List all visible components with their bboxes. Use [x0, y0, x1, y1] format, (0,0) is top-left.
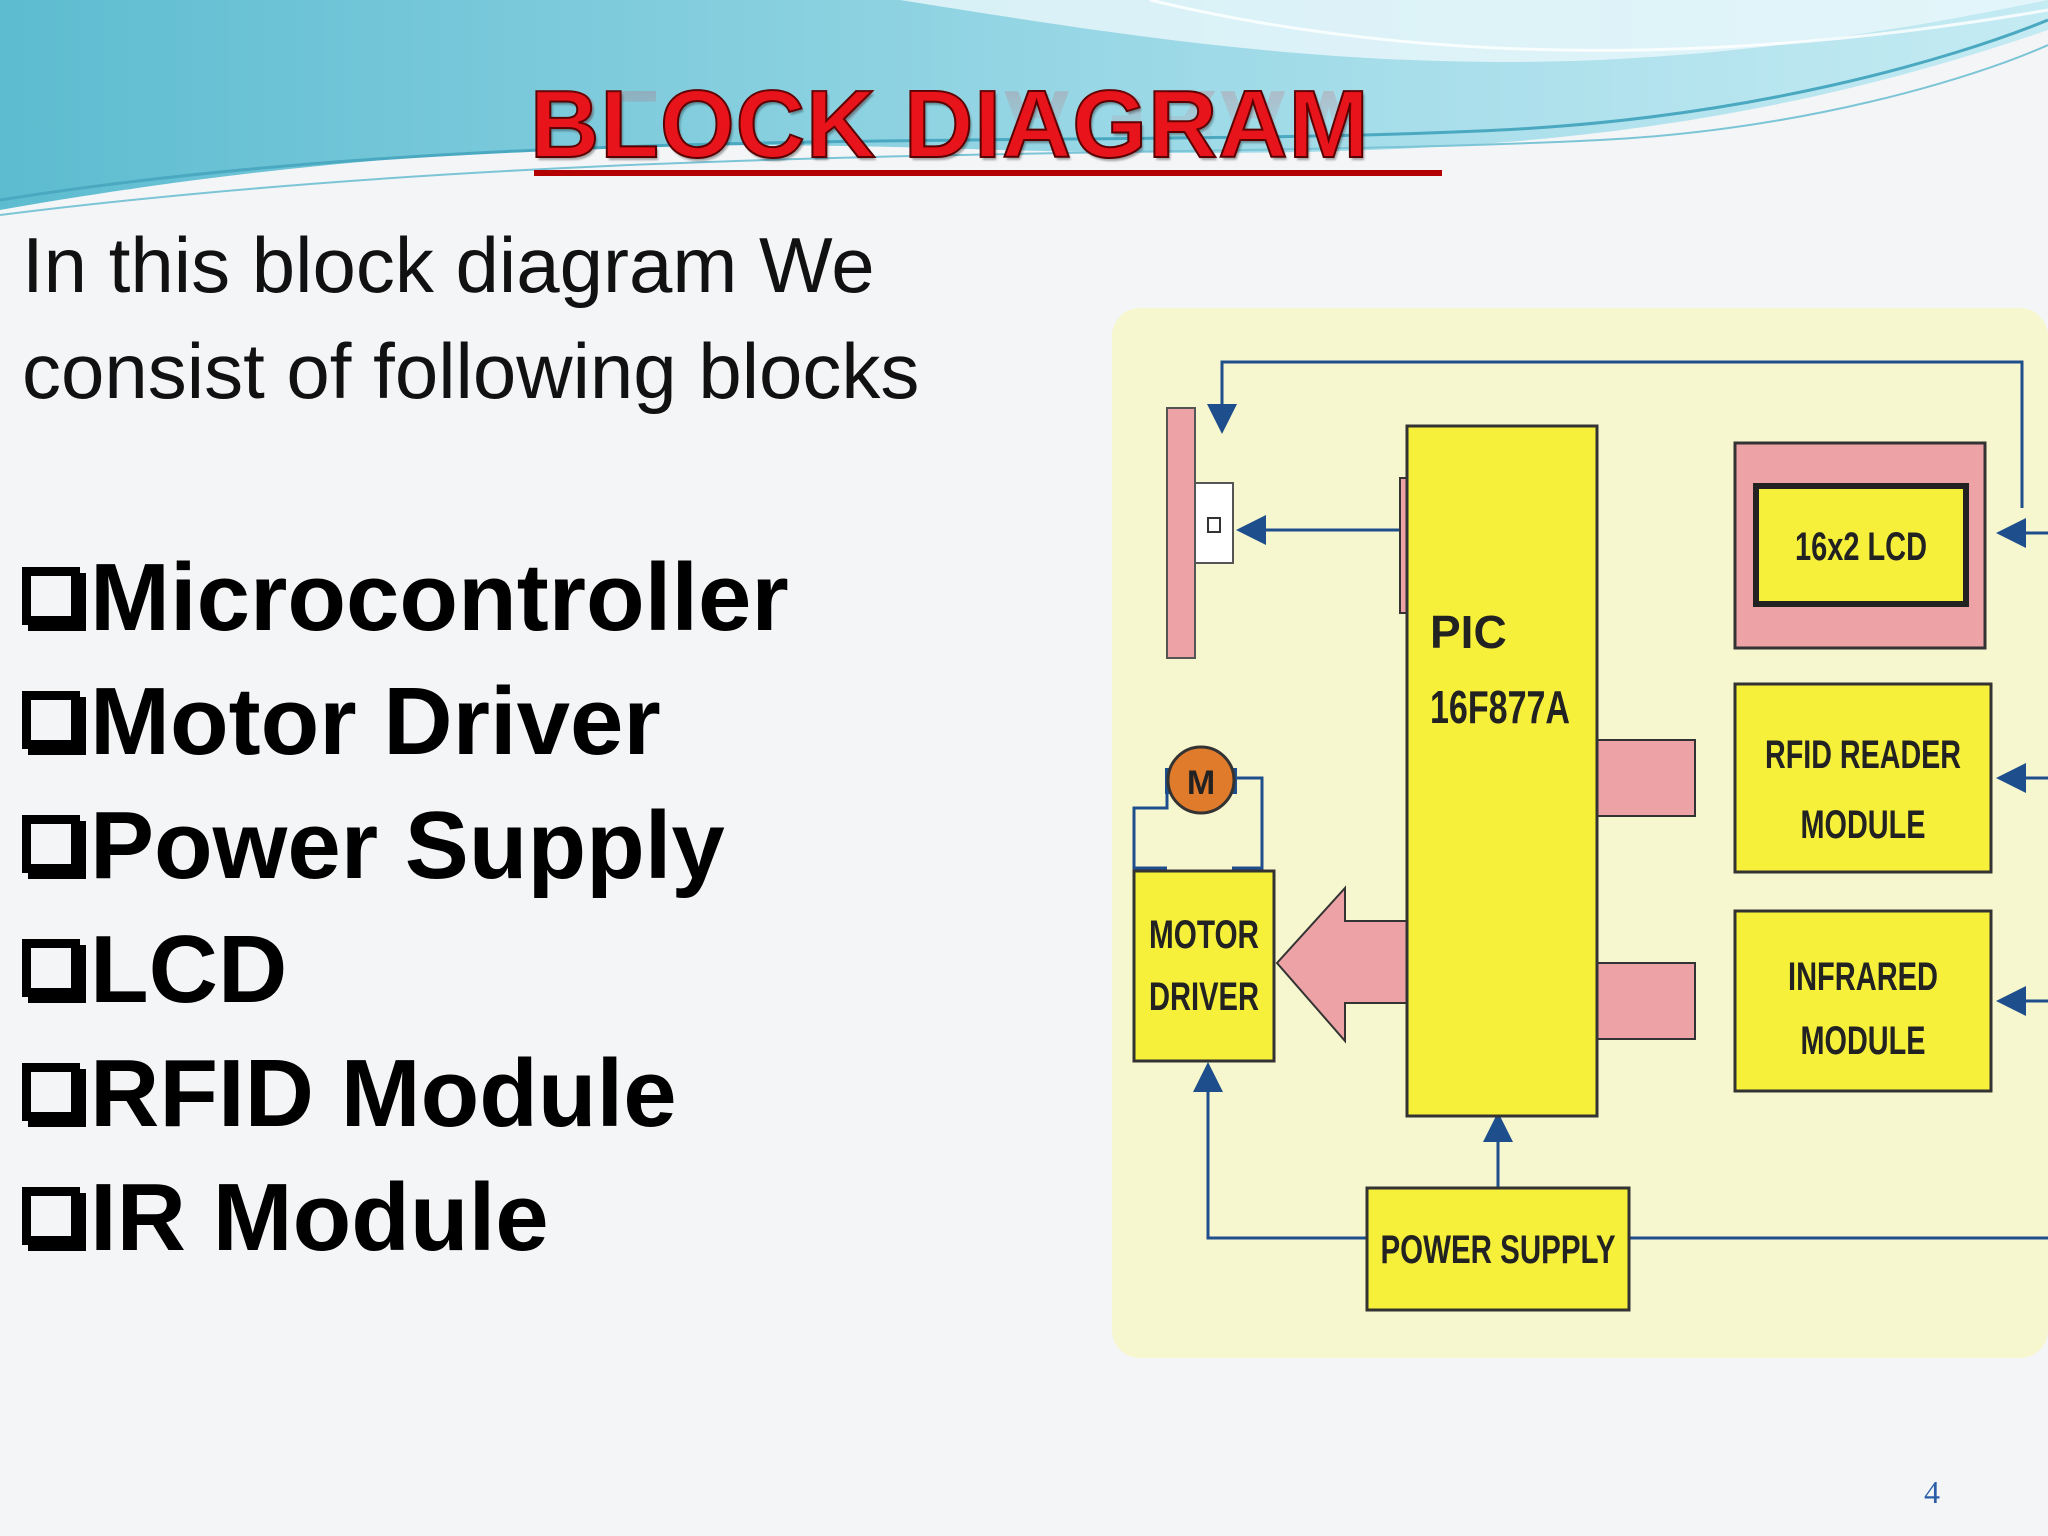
line-motor-right — [1232, 776, 1264, 870]
ir-label-line2: MODULE — [1801, 1019, 1926, 1063]
connection-lines — [1132, 360, 2048, 1240]
list-item-label: Microcontroller — [90, 544, 789, 651]
intro-line-1: In this block diagram We — [22, 221, 875, 309]
slide-title: BLOCK DIAGRAM — [529, 70, 1370, 179]
block-diagram: PIC 16F877A 16x2 LCD RFID READER MODULE … — [1112, 308, 2048, 1358]
motor-icon — [1166, 745, 1236, 815]
rfid-reader-block — [1733, 682, 1993, 874]
power-supply-label: POWER SUPPLY — [1381, 1228, 1616, 1272]
switch-terminal-icon — [1207, 517, 1221, 533]
intro-text: In this block diagram We consist of foll… — [22, 212, 1102, 424]
list-item-label: Power Supply — [90, 792, 725, 899]
motor-label: M — [1187, 764, 1215, 802]
slide-title-reflection: BLOCK DIAGRAM — [530, 70, 1370, 177]
list-item-label: IR Module — [90, 1164, 549, 1271]
line-motor-left — [1132, 778, 1169, 870]
lcd-block — [1753, 483, 1969, 607]
list-item: LCD — [22, 908, 789, 1032]
limit-switch-block — [1166, 407, 1196, 659]
infrared-module-block — [1733, 909, 1993, 1093]
ir-label-line1: INFRARED — [1788, 955, 1938, 999]
list-item-label: LCD — [90, 916, 288, 1023]
motor-driver-label-line1: MOTOR — [1149, 913, 1259, 957]
list-item: RFID Module — [22, 1032, 789, 1156]
mcu-label-line1: PIC — [1430, 606, 1507, 658]
header-wave-background — [0, 0, 2048, 216]
checkbox-bullet-icon — [22, 567, 80, 625]
mcu-block — [1405, 424, 1599, 1118]
page-number: 4 — [1924, 1474, 1940, 1510]
block-list: Microcontroller Motor Driver Power Suppl… — [22, 536, 789, 1280]
limit-switch-contact — [1194, 482, 1234, 564]
lcd-label: 16x2 LCD — [1795, 525, 1927, 569]
list-item: IR Module — [22, 1156, 789, 1280]
checkbox-bullet-icon — [22, 691, 80, 749]
mcu-label-line2: 16F877A — [1430, 681, 1570, 733]
arrow-mcu-to-motor-driver — [1275, 885, 1408, 1044]
slide-title-group: BLOCK DIAGRAM BLOCK DIAGRAM — [529, 70, 1450, 240]
list-item: Motor Driver — [22, 660, 789, 784]
rfid-label-line1: RFID READER — [1765, 733, 1961, 777]
list-item: Microcontroller — [22, 536, 789, 660]
checkbox-bullet-icon — [22, 815, 80, 873]
title-underline — [534, 170, 1442, 176]
checkbox-bullet-icon — [22, 939, 80, 997]
line-bottom-loop — [1193, 1062, 2048, 1240]
checkbox-bullet-icon — [22, 1187, 80, 1245]
motor-driver-block — [1132, 869, 1276, 1063]
rfid-label-line2: MODULE — [1801, 803, 1926, 847]
list-item-label: RFID Module — [90, 1040, 677, 1147]
motor-driver-label-line2: DRIVER — [1149, 975, 1259, 1019]
list-item-label: Motor Driver — [90, 668, 661, 775]
checkbox-bullet-icon — [22, 1063, 80, 1121]
intro-line-2: consist of following blocks — [22, 327, 920, 415]
list-item: Power Supply — [22, 784, 789, 908]
power-supply-block — [1365, 1186, 1631, 1312]
line-top-loop — [1207, 360, 2024, 508]
